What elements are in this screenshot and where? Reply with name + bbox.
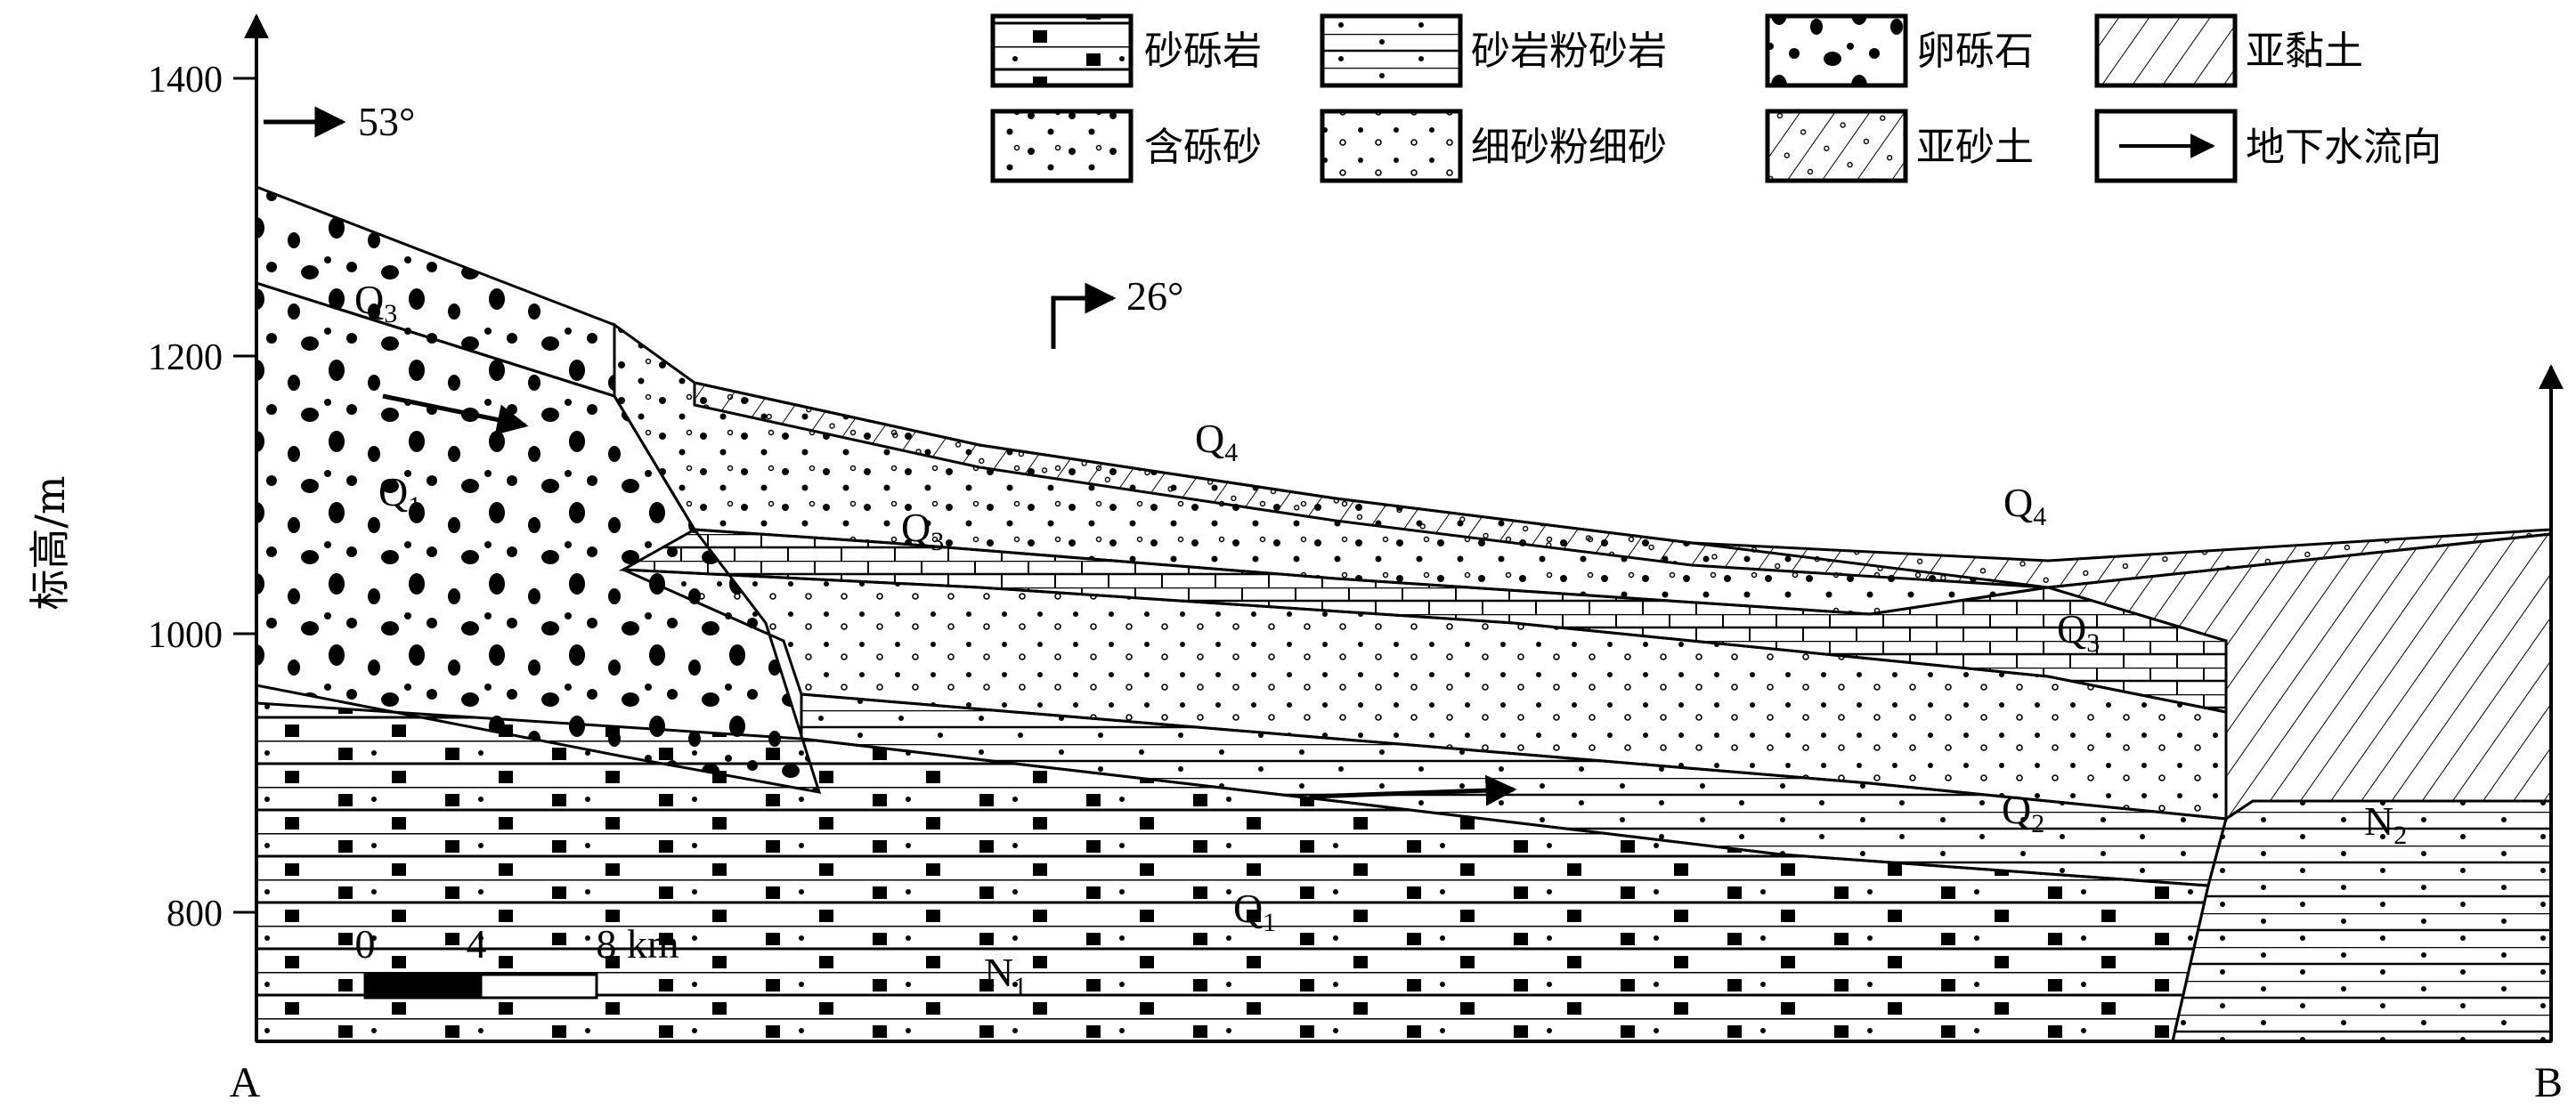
scale-label: 4 xyxy=(467,921,487,967)
legend-item: 砂岩粉砂岩 xyxy=(1320,13,1667,88)
orientation-arrow xyxy=(1051,282,1117,349)
scale-label: 8 km xyxy=(596,921,679,967)
y-tick-label: 1000 xyxy=(148,615,223,656)
legend-item: 砂砾岩 xyxy=(990,13,1262,88)
y-tick-label: 1400 xyxy=(148,60,223,101)
legend-swatch-fine-sand xyxy=(1320,109,1463,183)
scale-label: 0 xyxy=(355,921,376,967)
legend-item: 含砾砂 xyxy=(990,109,1262,183)
orientation-angle: 53° xyxy=(358,99,415,144)
unit-labels: Q3 Q1 Q4 Q3 Q4 Q3 Q2 N2 Q1 N1 xyxy=(354,277,2407,1001)
unit-label: Q1 xyxy=(378,469,421,521)
unit-label: Q3 xyxy=(901,505,944,556)
legend-label: 砂砾岩 xyxy=(1144,28,1262,74)
endpoint-b: B xyxy=(2534,1059,2563,1106)
unit-label: Q4 xyxy=(1195,416,1238,467)
unit-n2 xyxy=(2171,799,2553,1043)
legend-swatch-sandy-loam xyxy=(1765,109,1908,183)
legend-swatch-sandstone-siltstone xyxy=(1320,13,1463,88)
legend-label: 砂岩粉砂岩 xyxy=(1471,28,1667,74)
legend-item: 卵砾石 xyxy=(1765,13,2034,88)
legend-item: 亚砂土 xyxy=(1765,109,2034,183)
legend-swatch-silty-clay xyxy=(2094,13,2238,88)
endpoint-a: A xyxy=(230,1059,261,1106)
y-tick-label: 1200 xyxy=(148,337,223,378)
groundwater-flow-arrow xyxy=(382,393,529,435)
legend-label: 地下水流向 xyxy=(2246,125,2442,170)
orientation-mark: 53° xyxy=(264,99,415,144)
y-axis-title: 标高/m xyxy=(26,475,74,610)
unit-label: Q3 xyxy=(2057,606,2100,658)
legend-swatch-sandy-conglomerate xyxy=(990,13,1134,88)
groundwater-flow-arrow xyxy=(1308,774,1517,806)
orientation-mark: 26° xyxy=(1051,273,1183,349)
orientation-angle: 26° xyxy=(1126,273,1183,319)
unit-label: Q1 xyxy=(1233,886,1276,937)
unit-label: N1 xyxy=(984,950,1027,1001)
legend-item: 亚黏土 xyxy=(2094,13,2363,88)
unit-q4 xyxy=(693,381,2553,589)
geologic-units xyxy=(255,184,2553,1043)
unit-label: Q4 xyxy=(2003,480,2046,531)
legend-label: 细砂粉细砂 xyxy=(1471,125,1667,170)
scale-bar-black xyxy=(363,973,483,1000)
legend-swatch-gravelly-sand xyxy=(990,109,1134,183)
legend-item: 细砂粉细砂 xyxy=(1320,109,1667,183)
legend-label: 卵砾石 xyxy=(1916,28,2034,74)
legend-item: 地下水流向 xyxy=(2094,109,2442,183)
y-tick-label: 800 xyxy=(167,894,223,935)
legend-label: 亚砂土 xyxy=(1916,125,2034,170)
legend-label: 亚黏土 xyxy=(2246,28,2363,74)
unit-label: Q2 xyxy=(2002,787,2044,838)
unit-label: N2 xyxy=(2364,798,2407,850)
legend-swatch-pebble-gravel xyxy=(1765,13,1908,88)
unit-label: Q3 xyxy=(354,277,397,328)
legend: 砂砾岩 砂岩粉砂岩 卵砾石 亚黏土 含砾砂 细砂粉细砂 亚砂土 xyxy=(990,13,2442,183)
scale-bar: 0 4 8 km xyxy=(355,921,679,1000)
scale-bar-white xyxy=(479,973,598,1000)
legend-label: 含砾砂 xyxy=(1144,125,1262,170)
